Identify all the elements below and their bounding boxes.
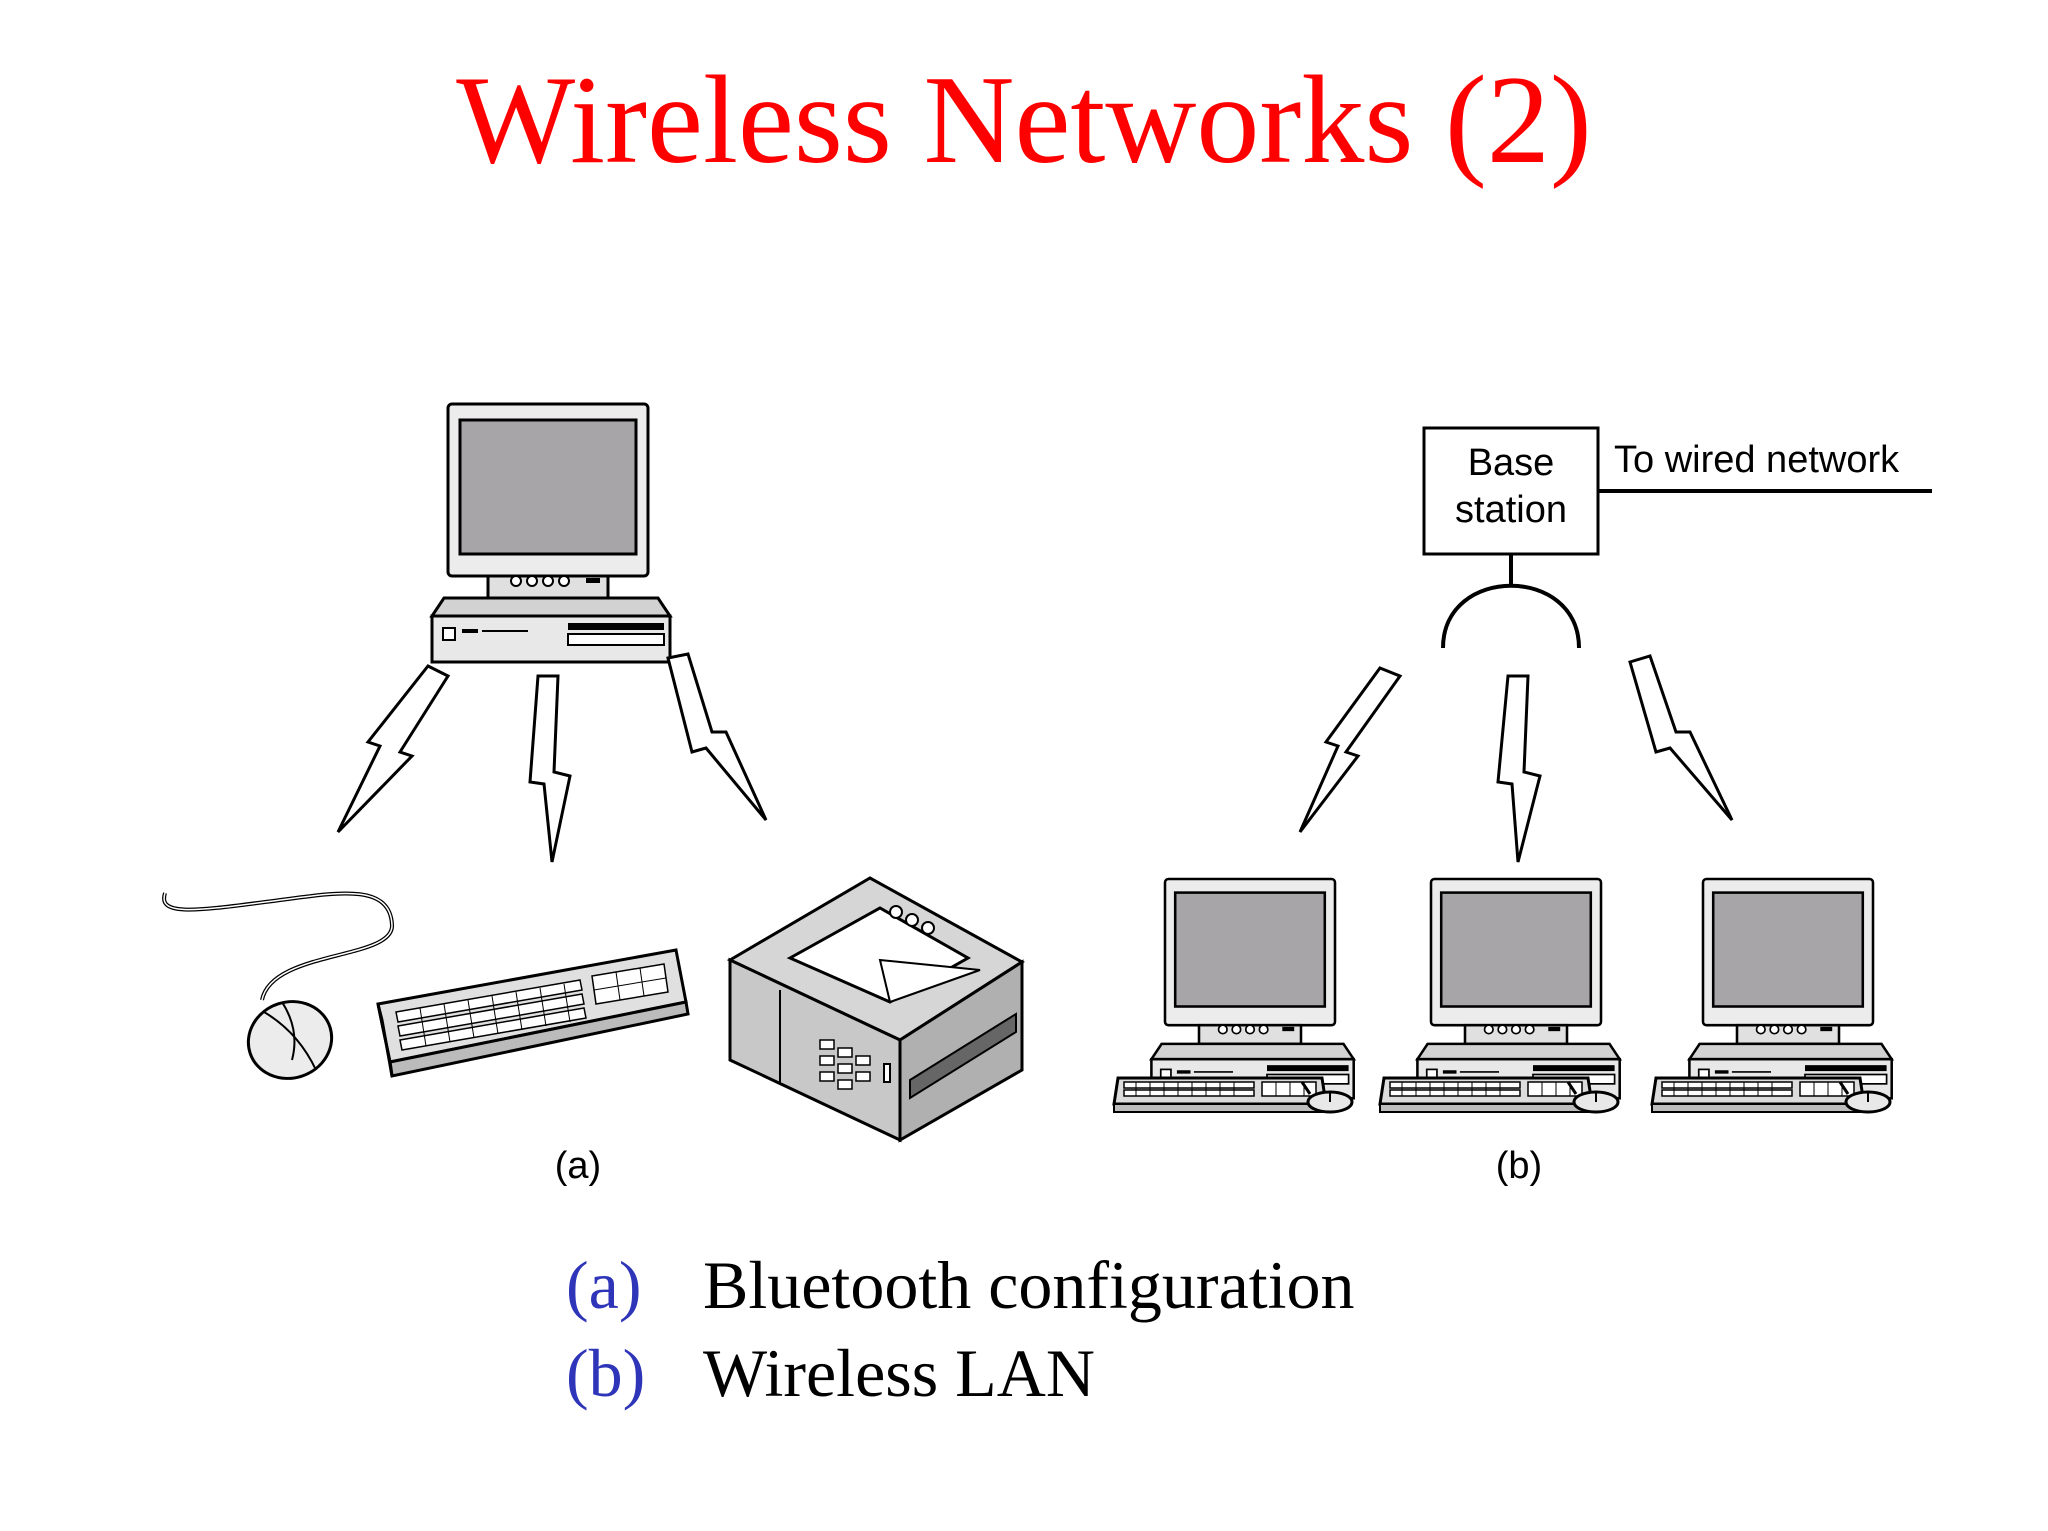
keyboard-device	[376, 948, 690, 1078]
base-station-box	[1422, 426, 1600, 556]
base-station-label-line1: Base	[1468, 442, 1555, 484]
caption-a-text: Bluetooth configuration	[703, 1247, 1355, 1323]
client-computer-2	[1378, 877, 1622, 1114]
master-computer	[430, 402, 672, 664]
part-a-group: (a)	[162, 402, 1025, 1187]
bolt-to-computer-1	[1298, 666, 1403, 833]
slide-title: Wireless Networks (2)	[456, 51, 1592, 190]
client-computer-3	[1650, 877, 1894, 1114]
mouse-device	[162, 891, 395, 1080]
client-computer-1	[1112, 877, 1356, 1114]
antenna-icon	[1441, 554, 1581, 649]
part-b-group: Base station To wired network	[1112, 426, 1932, 1187]
part-b-label: (b)	[1496, 1145, 1542, 1187]
bolt-to-computer-2	[1496, 674, 1542, 863]
caption-b-letter: (b)	[566, 1335, 646, 1411]
caption-a-letter: (a)	[566, 1247, 642, 1323]
caption-b-text: Wireless LAN	[703, 1335, 1095, 1411]
wired-network-label: To wired network	[1614, 439, 1900, 481]
bolt-to-computer-3	[1628, 654, 1734, 821]
printer-device	[726, 876, 1025, 1143]
part-a-label: (a)	[555, 1145, 601, 1187]
base-station-label-line2: station	[1455, 489, 1567, 531]
bolt-to-printer	[666, 652, 768, 821]
bolt-to-mouse	[336, 664, 451, 834]
bolt-to-keyboard	[528, 674, 572, 863]
